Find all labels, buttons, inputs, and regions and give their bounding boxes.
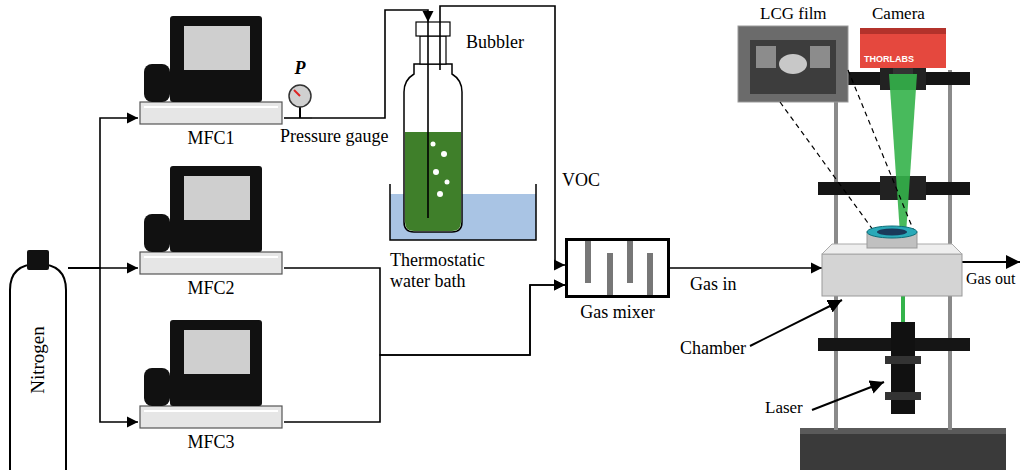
- node-label: P: [288, 58, 312, 79]
- gas-line: [68, 268, 138, 422]
- annotation-label: LCG film: [760, 4, 827, 24]
- laser-body: [891, 322, 915, 414]
- pressure-gauge: PPressure gauge: [288, 60, 312, 120]
- zoom-line: [780, 102, 876, 234]
- node-label: Thermostatic water bath: [390, 250, 510, 291]
- gas-line: [68, 118, 138, 268]
- annotation-label: Laser: [765, 398, 803, 418]
- laser: [885, 322, 921, 414]
- lcg-film-inset: [738, 26, 848, 102]
- camera: [860, 28, 946, 74]
- annotation-label: Camera: [872, 4, 925, 24]
- gas-mixer: Gas mixer: [565, 238, 670, 326]
- mass-flow-controller: MFC1: [138, 14, 284, 152]
- node-label: MFC2: [138, 278, 284, 299]
- gas-line: [284, 117, 288, 119]
- mass-flow-controller: MFC2: [138, 164, 284, 302]
- gas-cylinder: Nitrogen: [8, 250, 68, 470]
- inset-holder: [810, 46, 830, 68]
- leader-arrow: [750, 300, 842, 346]
- node-label: Chamber: [680, 338, 746, 359]
- breadboard: [800, 428, 1006, 470]
- sensing-chamber-outline: [822, 240, 962, 296]
- inset-film: [779, 54, 807, 74]
- node-label: Nitrogen: [27, 326, 49, 394]
- gas-line: [670, 267, 822, 269]
- gas-out-arrow: [962, 261, 1020, 263]
- laser-ring: [885, 356, 921, 364]
- mass-flow-controller: MFC3: [138, 318, 284, 456]
- inset-photo: [738, 26, 848, 102]
- green-beam: [889, 74, 917, 234]
- node-label: Pressure gauge: [280, 126, 388, 147]
- node-label: Bubbler: [466, 32, 524, 53]
- inset-holder: [756, 46, 776, 68]
- edge-label: VOC: [562, 170, 600, 191]
- camera-body: [860, 28, 946, 68]
- node-label: MFC1: [138, 128, 284, 149]
- node-label: Gas mixer: [565, 302, 670, 323]
- optical-frame: [800, 66, 1006, 470]
- bubbler: Bubbler: [400, 22, 522, 237]
- leader-arrow: [812, 382, 884, 410]
- annotation-label: Gas out: [966, 270, 1015, 288]
- bubbler-outline: [400, 22, 522, 237]
- breadboard-top: [800, 428, 1006, 434]
- inset-holder: [750, 40, 836, 94]
- zoom-line: [848, 70, 915, 234]
- green-beam: [901, 296, 905, 324]
- laser-ring: [885, 392, 921, 400]
- edge-label: Gas in: [690, 274, 737, 295]
- sensing-chamber: Chamber: [822, 240, 962, 296]
- node-label: MFC3: [138, 432, 284, 453]
- camera-lens: [893, 68, 913, 74]
- camera-back: [860, 28, 946, 34]
- gas-line: [284, 285, 565, 422]
- annotation-label: THORLABS: [864, 54, 914, 64]
